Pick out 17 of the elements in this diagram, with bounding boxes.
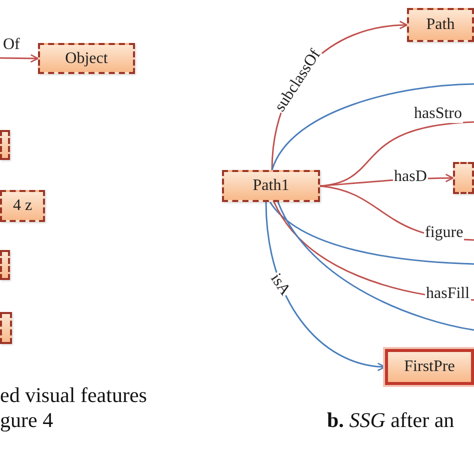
partial-box [0, 130, 10, 160]
class-box: Object [38, 43, 135, 74]
edge-label: hasFill [425, 285, 471, 303]
edge-label: figure [424, 224, 464, 242]
arrow [265, 202, 386, 371]
partial-box [0, 312, 12, 344]
caption-text: gure 4 [0, 408, 54, 434]
class-box: Path1 [222, 170, 320, 202]
class-box: 4 z [0, 190, 45, 222]
edge-label: hasStro [413, 105, 463, 123]
partial-box [453, 162, 474, 194]
partial-box [0, 250, 10, 280]
arrow [0, 54, 39, 63]
class-box: FirstPre [385, 349, 474, 385]
caption-text: ed visual features [0, 383, 147, 408]
caption-text: b. SSG after an [327, 408, 454, 434]
class-box: Path [407, 8, 474, 42]
